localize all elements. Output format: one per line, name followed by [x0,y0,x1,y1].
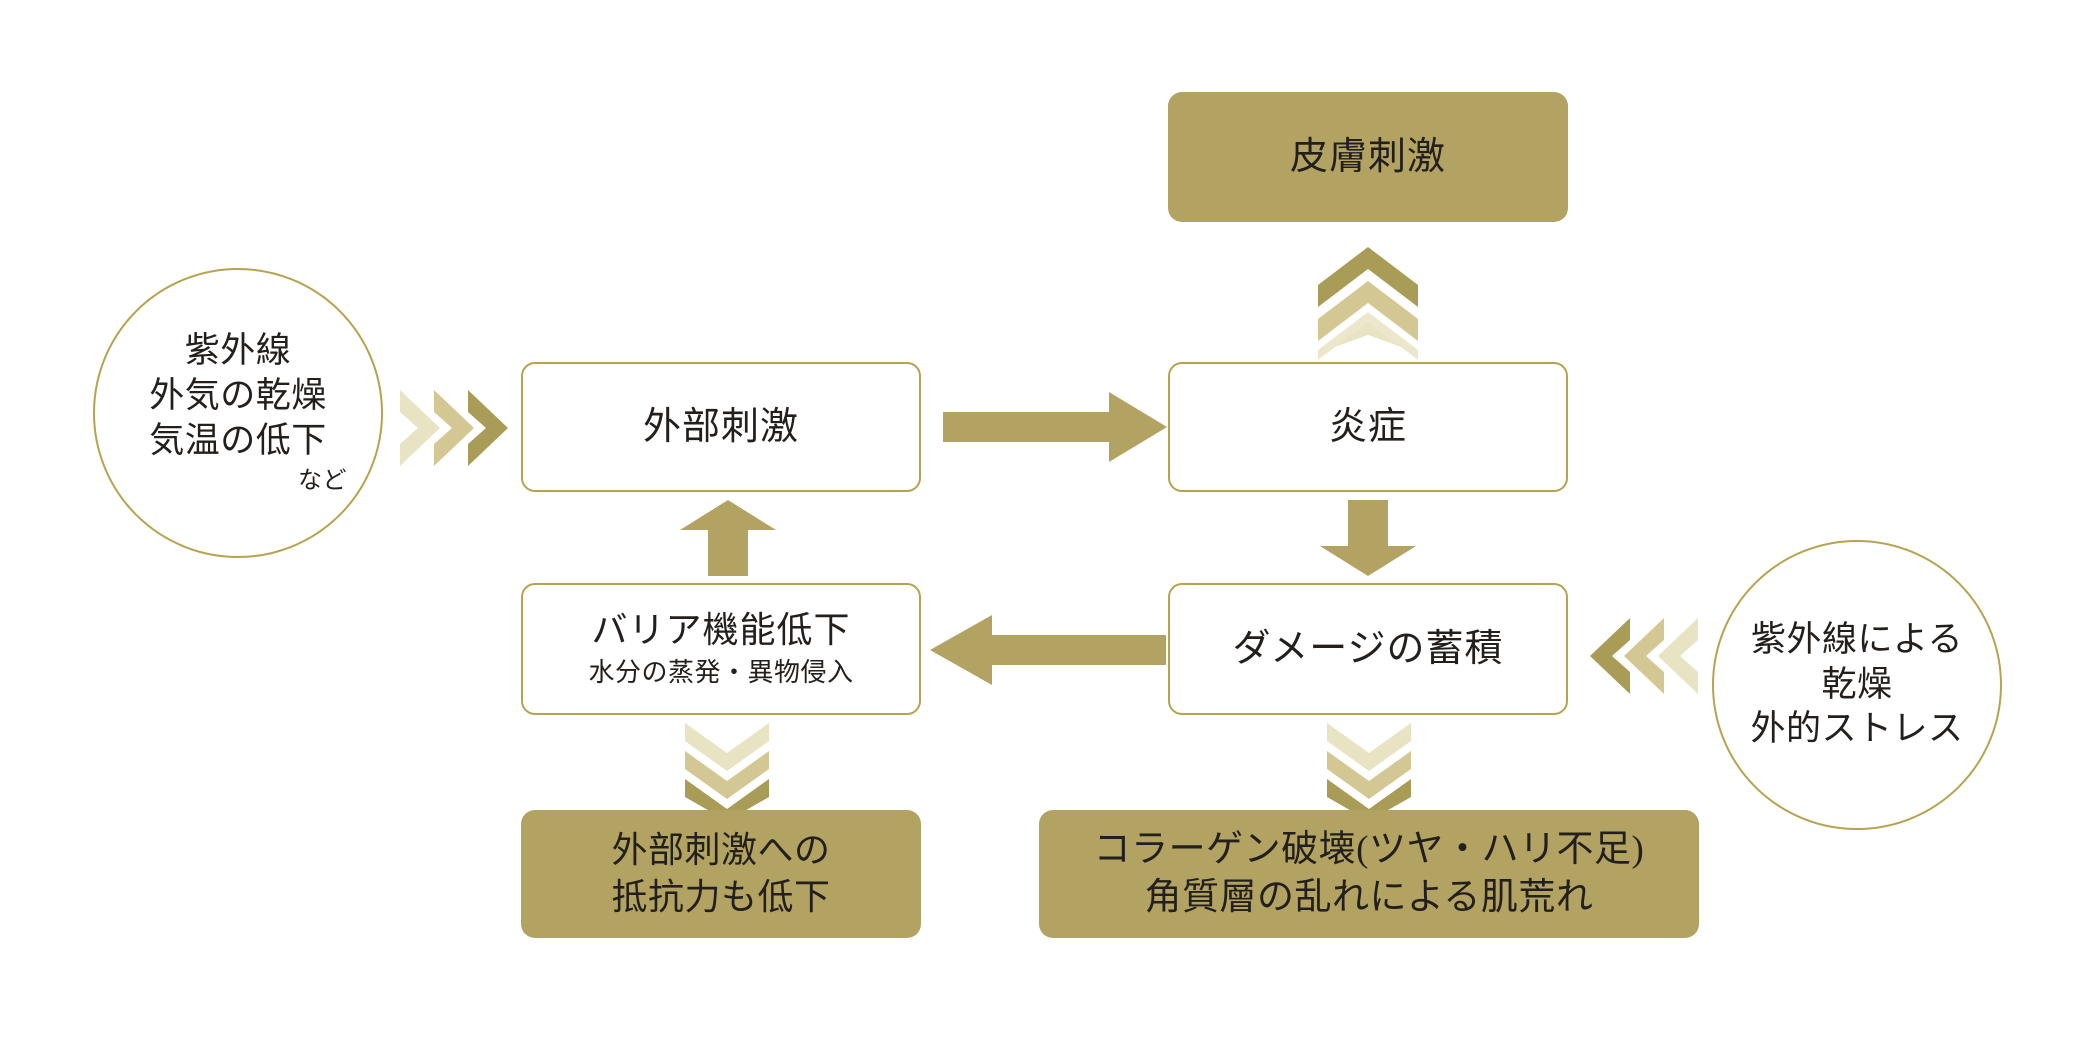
box-external-stimulus-label: 外部刺激 [642,405,799,448]
circle-left-line-3: 気温の低下 [149,420,327,460]
box-inflammation-label: 炎症 [1328,405,1407,448]
arrow-down-inflammation-to-damage [1320,500,1416,576]
box-skin-irritation-label: 皮膚刺激 [1289,135,1446,178]
chevron-up-inflammation-to-skin-irritation [1316,245,1420,353]
box-inflammation: 炎症 [1168,362,1568,492]
box-resistance-decline-line-2: 抵抗力も低下 [611,877,831,917]
box-damage-accumulation: ダメージの蓄積 [1168,583,1568,715]
arrow-right-external-stimulus-to-inflammation [943,392,1167,462]
box-resistance-decline-line-1: 外部刺激への [611,830,831,871]
chevron-left-right-circle-to-damage [1590,618,1700,694]
circle-left-line-2: 外気の乾燥 [149,376,327,415]
circle-left-note: など [298,467,347,494]
arrow-left-damage-to-barrier [930,615,1166,685]
circle-right-line-2: 乾燥 [1821,664,1893,704]
box-barrier-decline: バリア機能低下 水分の蒸発・異物侵入 [521,583,921,715]
box-collagen-damage-line-1: コラーゲン破壊(ツヤ・ハリ不足) [1093,828,1645,870]
chevron-up-inflammation-to-skin-irritation-tail [1316,310,1420,360]
box-barrier-decline-sublabel: 水分の蒸発・異物侵入 [588,657,854,687]
chevron-down-damage-to-collagen [1326,723,1412,821]
arrow-up-barrier-to-external-stimulus [680,500,776,576]
chevron-down-barrier-to-resistance [684,723,770,821]
box-skin-irritation: 皮膚刺激 [1168,92,1568,222]
box-external-stimulus: 外部刺激 [521,362,921,492]
chevron-right-left-circle-to-external-stimulus [398,388,508,468]
circle-right-causes: 紫外線による 乾燥 外的ストレス [1712,540,2002,830]
circle-left-causes: 紫外線 外気の乾燥 気温の低下 など [93,268,383,558]
circle-left-line-1: 紫外線 [184,331,292,371]
box-resistance-decline: 外部刺激への 抵抗力も低下 [521,810,921,938]
box-damage-accumulation-label: ダメージの蓄積 [1232,627,1504,670]
box-collagen-damage-line-2: 角質層の乱れによる肌荒れ [1144,877,1594,918]
box-barrier-decline-label: バリア機能低下 [591,609,851,650]
circle-right-line-1: 紫外線による [1751,619,1963,659]
box-collagen-damage: コラーゲン破壊(ツヤ・ハリ不足) 角質層の乱れによる肌荒れ [1039,810,1699,938]
circle-right-line-3: 外的ストレス [1750,709,1964,749]
